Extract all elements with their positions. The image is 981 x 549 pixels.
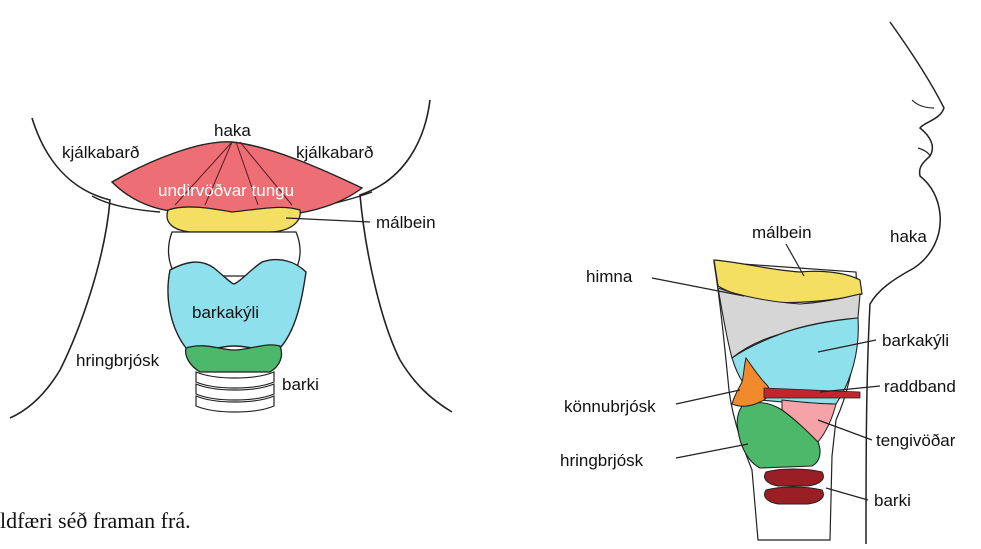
side-trachea-ring-1 xyxy=(765,469,824,486)
front-label-cricoid: hringbrjósk xyxy=(76,351,160,370)
side-label-chin: haka xyxy=(890,227,927,246)
front-caption: ldfæri séð framan frá. xyxy=(0,508,191,533)
front-face-right-outline xyxy=(360,100,452,412)
side-label-arytenoid: könnubrjósk xyxy=(564,397,656,416)
front-label-larynx: barkakýli xyxy=(192,303,259,322)
side-cricoid-leader xyxy=(676,444,748,458)
front-cricoid-shape xyxy=(186,345,282,372)
side-label-trachea: barki xyxy=(874,491,911,510)
side-face-profile xyxy=(866,22,944,544)
side-lip-line xyxy=(912,100,934,108)
side-label-vocal-cord: raddband xyxy=(884,377,956,396)
front-face-left-outline xyxy=(10,118,110,418)
front-label-jaw-right: kjálkabarð xyxy=(296,143,374,162)
front-trachea-ring-1 xyxy=(196,372,274,388)
front-label-hyoid: málbein xyxy=(376,213,436,232)
side-view: málbein haka himna barkakýli raddband kö… xyxy=(560,22,956,544)
side-label-membrane: himna xyxy=(586,267,633,286)
side-label-cricoid: hringbrjósk xyxy=(560,451,644,470)
side-trachea-ring-2 xyxy=(765,487,824,504)
side-label-larynx: barkakýli xyxy=(882,331,949,350)
side-trachea-leader xyxy=(826,488,868,500)
side-mouth-line xyxy=(918,148,930,156)
front-label-trachea: barki xyxy=(282,375,319,394)
front-label-jaw-left: kjálkabarð xyxy=(62,143,140,162)
front-label-tongue-muscles: undirvöðvar tungu xyxy=(158,181,294,200)
side-label-hyoid: málbein xyxy=(752,223,812,242)
front-label-haka: haka xyxy=(214,121,251,140)
side-label-connective: tengivöðar xyxy=(876,431,956,450)
front-view: haka kjálkabarð kjálkabarð undirvöðvar t… xyxy=(0,100,452,533)
